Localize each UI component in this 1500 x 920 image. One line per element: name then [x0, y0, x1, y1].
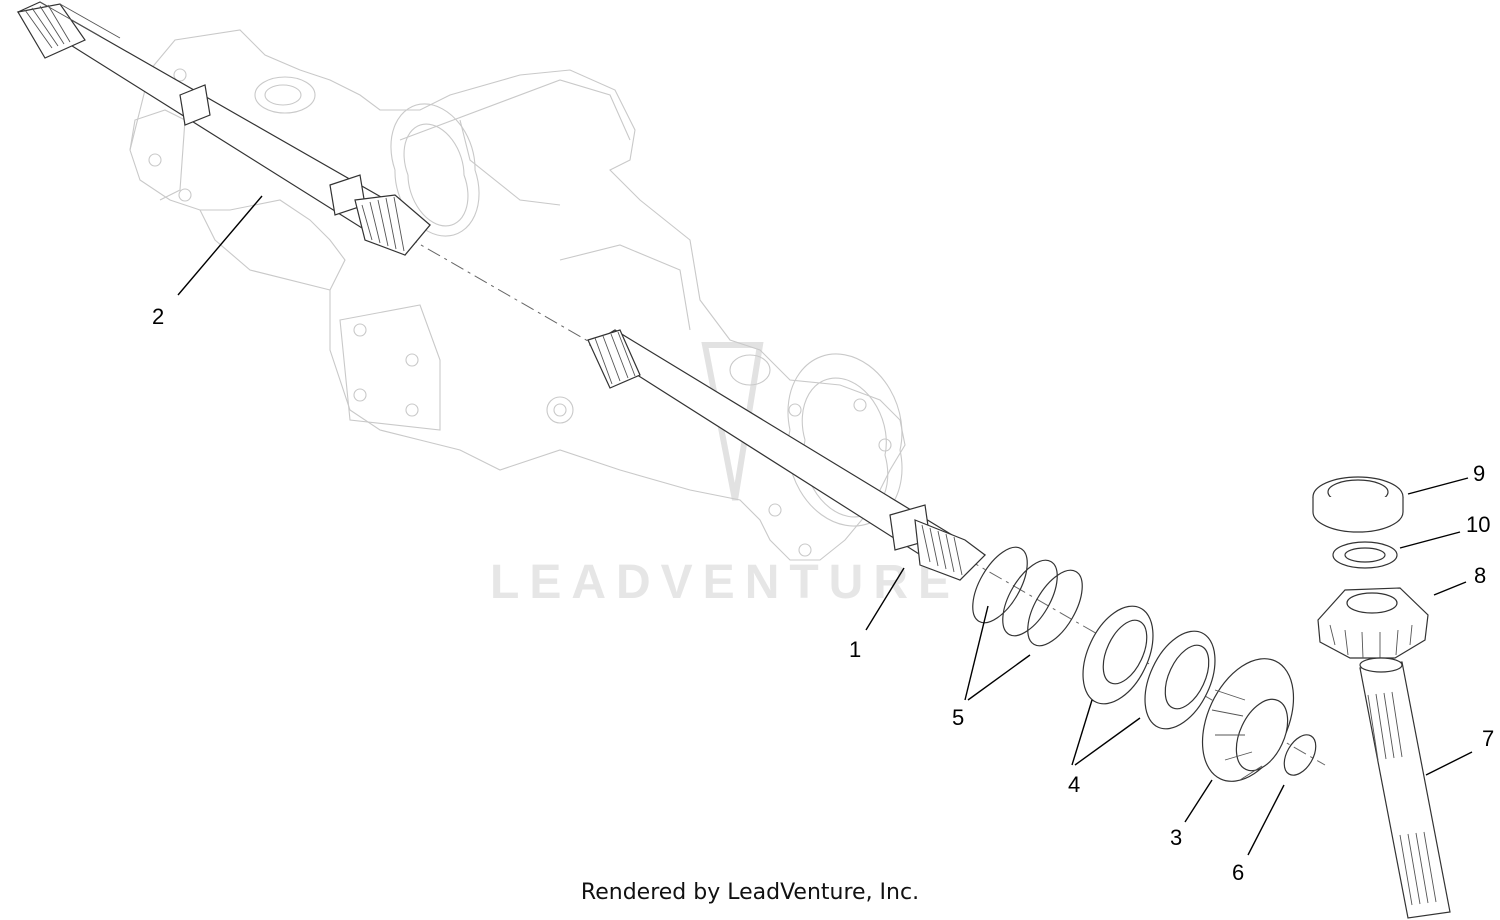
- part-1-right-axle-shaft: [587, 329, 986, 581]
- leader-2: [177, 195, 263, 296]
- leader-9: [1407, 477, 1469, 495]
- callout-labels: 2 1 5 4 3 6 7 8 9 10: [152, 304, 1494, 885]
- render-credit: Rendered by LeadVenture, Inc.: [580, 880, 920, 905]
- callout-3: 3: [1170, 825, 1182, 850]
- part-2-left-axle-shaft: [16, 1, 431, 256]
- part-6-snap-ring: [1283, 734, 1317, 776]
- callout-5: 5: [952, 705, 964, 730]
- leader-7: [1425, 751, 1473, 776]
- callout-8: 8: [1474, 563, 1486, 588]
- leader-4a: [1071, 699, 1093, 766]
- callout-7: 7: [1482, 726, 1494, 751]
- callout-1: 1: [849, 637, 861, 662]
- part-8-pinion-gear: [1317, 587, 1429, 659]
- leader-1: [865, 567, 905, 631]
- leader-3: [1184, 779, 1213, 823]
- transaxle-housing-outline: [129, 29, 906, 561]
- leader-10: [1399, 531, 1461, 549]
- watermark: LEADVENTURE: [490, 342, 960, 609]
- part-5-retaining-rings: [972, 546, 1083, 647]
- watermark-text: LEADVENTURE: [490, 556, 960, 609]
- callout-10: 10: [1466, 512, 1490, 537]
- leader-6: [1247, 784, 1285, 856]
- leader-8: [1433, 581, 1467, 596]
- part-7-input-shaft: [1359, 657, 1451, 919]
- leader-5b: [967, 654, 1031, 701]
- leader-lines: [177, 195, 1473, 856]
- part-10-washer: [1332, 541, 1398, 569]
- callout-4: 4: [1068, 772, 1080, 797]
- part-3-bevel-gear: [1201, 658, 1295, 782]
- part-9-bearing: [1312, 476, 1404, 533]
- leader-5a: [964, 605, 989, 701]
- callout-6: 6: [1232, 860, 1244, 885]
- leader-4b: [1074, 717, 1141, 766]
- callout-9: 9: [1473, 461, 1485, 486]
- part-4-ball-bearings: [1082, 605, 1216, 730]
- callout-2: 2: [152, 304, 164, 329]
